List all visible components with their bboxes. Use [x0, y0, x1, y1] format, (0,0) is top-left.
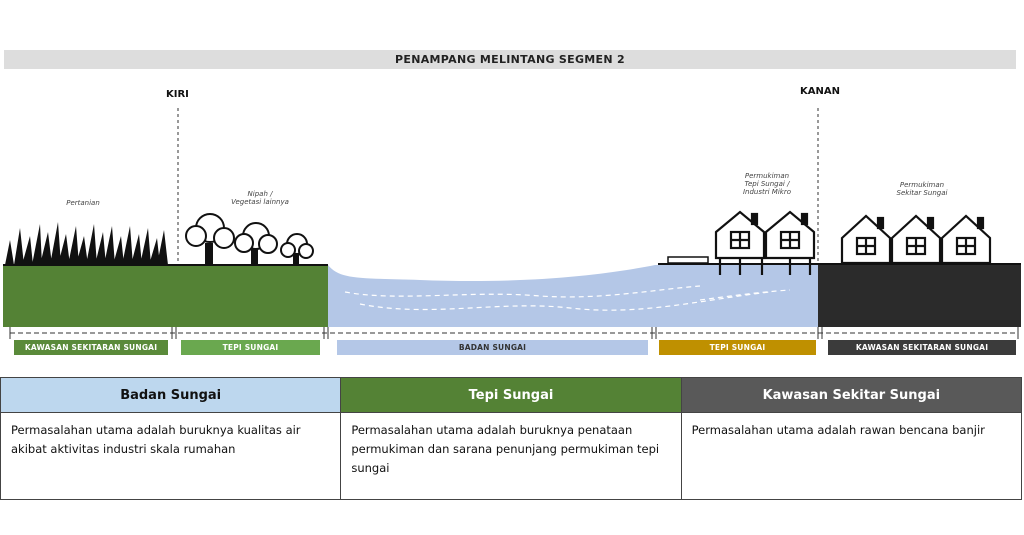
cell-kawasan-sekitar: Permasalahan utama adalah rawan bencana … [680, 412, 1023, 500]
header-badan-sungai: Badan Sungai [0, 377, 342, 413]
header-tepi-sungai: Tepi Sungai [340, 377, 682, 413]
cross-section-illustration [3, 108, 1021, 339]
header-kawasan-sekitar: Kawasan Sekitar Sungai [680, 377, 1023, 413]
table-row: Permasalahan utama adalah buruknya kuali… [0, 412, 1023, 500]
house-icon [840, 214, 992, 265]
right-ground [818, 265, 1021, 327]
stilt-house-icon [714, 210, 816, 275]
left-side-label: KIRI [166, 89, 189, 100]
cell-tepi-sungai: Permasalahan utama adalah buruknya penat… [340, 412, 682, 500]
zone-dimension-lines [9, 327, 1019, 339]
zone-kawasan-kanan: KAWASAN SEKITARAN SUNGAI [828, 340, 1016, 355]
issue-table: Badan Sungai Tepi Sungai Kawasan Sekitar… [0, 377, 1023, 500]
pertanian-label: Pertanian [66, 199, 100, 207]
zone-tepi-kiri: TEPI SUNGAI [181, 340, 320, 355]
vegetasi-label: Nipah /Vegetasi lainnya [231, 190, 289, 206]
zone-kawasan-kiri: KAWASAN SEKITARAN SUNGAI [14, 340, 168, 355]
tree-icon [185, 213, 314, 265]
zone-badan-sungai: BADAN SUNGAI [337, 340, 648, 355]
river-water [328, 265, 818, 327]
cell-badan-sungai: Permasalahan utama adalah buruknya kuali… [0, 412, 342, 500]
grass-vegetation [5, 222, 168, 265]
diagram-title: PENAMPANG MELINTANG SEGMEN 2 [4, 50, 1016, 69]
left-ground [3, 265, 328, 327]
zone-tepi-kanan: TEPI SUNGAI [659, 340, 816, 355]
boat-icon [667, 256, 709, 264]
right-side-label: KANAN [800, 86, 840, 97]
